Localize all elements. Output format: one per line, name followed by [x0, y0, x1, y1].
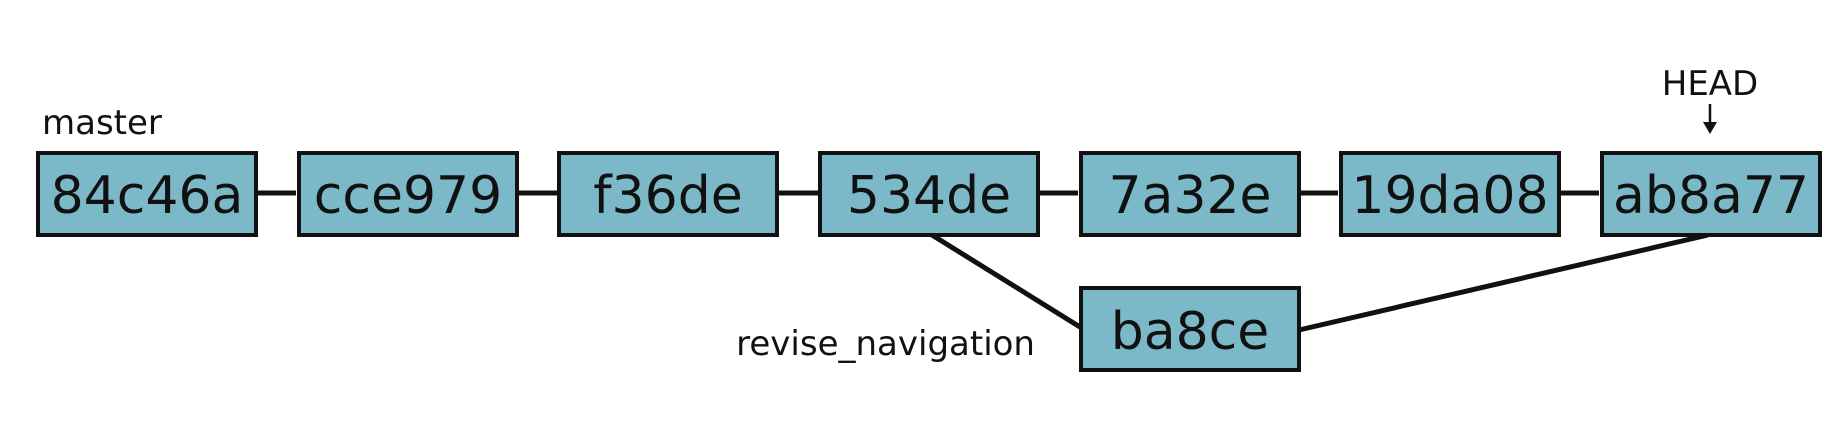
- commit-box: [818, 151, 1040, 237]
- commit-hash: f36de: [593, 166, 742, 226]
- commit-hash: 19da08: [1351, 166, 1548, 226]
- commit-box: [1600, 151, 1822, 237]
- edge-534de-ba8ce: [930, 232, 1082, 330]
- revise-navigation-branch-label: revise_navigation: [736, 324, 1035, 364]
- master-branch-label: master: [42, 103, 162, 143]
- commit-box: [36, 151, 258, 237]
- commit-hash: 534de: [847, 166, 1011, 226]
- commit-node-534de: 534de: [818, 151, 1040, 237]
- commit-hash: cce979: [314, 166, 502, 226]
- commit-node-cce979: cce979: [297, 151, 519, 237]
- commit-node-f36de: f36de: [557, 151, 779, 237]
- commit-hash: ab8a77: [1613, 166, 1809, 226]
- commit-box: [1339, 151, 1561, 237]
- commit-node-84c46a: 84c46a: [36, 151, 258, 237]
- commit-hash: 7a32e: [1108, 166, 1271, 226]
- commit-node-ab8a77: ab8a77: [1600, 151, 1822, 237]
- commit-box: [1079, 151, 1301, 237]
- commit-hash: ba8ce: [1111, 302, 1270, 362]
- commit-node-7a32e: 7a32e: [1079, 151, 1301, 237]
- commit-box: [557, 151, 779, 237]
- head-arrow-icon: [1703, 104, 1717, 134]
- commit-box: [1079, 286, 1301, 372]
- commit-box: [297, 151, 519, 237]
- head-label: HEAD: [1662, 64, 1759, 104]
- commit-node-ba8ce: ba8ce: [1079, 286, 1301, 372]
- head-arrow-tip: [1703, 122, 1717, 134]
- commit-node-19da08: 19da08: [1339, 151, 1561, 237]
- edges: [256, 190, 1709, 333]
- commit-hash: 84c46a: [51, 166, 244, 226]
- edge-ba8ce-ab8a77: [1298, 232, 1709, 333]
